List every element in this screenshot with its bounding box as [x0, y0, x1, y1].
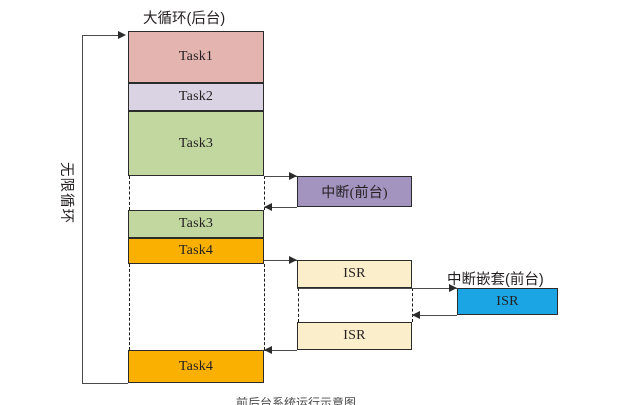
return-nested-isr-arrowhead	[412, 310, 420, 319]
isr-gap-dashed-left	[297, 288, 299, 322]
isr-block-top[interactable]: ISR	[297, 260, 412, 288]
nested-isr-block[interactable]: ISR	[457, 288, 558, 315]
enter-interrupt-line	[264, 176, 297, 177]
title-background-loop: 大循环(后台)	[143, 11, 226, 27]
gap1-dashed-left	[128, 176, 130, 210]
return-isr-line	[264, 350, 297, 351]
title-nested-interrupt: 中断嵌套(前台)	[447, 272, 544, 288]
return-interrupt-arrowhead	[264, 202, 272, 211]
enter-isr-line	[264, 260, 297, 261]
loop-label: 无限循环	[58, 162, 74, 224]
loop-bracket-bottom-arm	[82, 383, 128, 384]
interrupt-block[interactable]: 中断(前台)	[297, 176, 412, 207]
gap2-dashed-left	[128, 264, 130, 350]
loop-bracket-top-arm	[82, 35, 124, 36]
enter-nested-isr-arrowhead	[449, 283, 457, 292]
gap2-dashed-right	[263, 264, 265, 350]
isr-gap-dashed-right	[411, 288, 413, 322]
loop-bracket-spine	[82, 35, 83, 383]
task-block-task4-first[interactable]: Task4	[128, 238, 264, 264]
task-block-task3-resumed[interactable]: Task3	[128, 210, 264, 238]
task-block-task1[interactable]: Task1	[128, 31, 264, 83]
enter-nested-isr-line	[297, 288, 457, 289]
isr-block-bottom[interactable]: ISR	[297, 322, 412, 350]
return-isr-arrowhead	[264, 345, 272, 354]
task-block-task3-first[interactable]: Task3	[128, 111, 264, 176]
return-nested-isr-line	[412, 315, 457, 316]
gap1-dashed-right	[263, 176, 265, 210]
loop-bracket-top-arrowhead	[118, 30, 126, 39]
task-block-task2[interactable]: Task2	[128, 83, 264, 111]
return-interrupt-line	[264, 207, 297, 208]
task-block-task4-resumed[interactable]: Task4	[128, 350, 264, 383]
bottom-caption: 前后台系统运行示意图	[236, 397, 357, 405]
enter-isr-arrowhead	[289, 255, 297, 264]
enter-interrupt-arrowhead	[289, 171, 297, 180]
